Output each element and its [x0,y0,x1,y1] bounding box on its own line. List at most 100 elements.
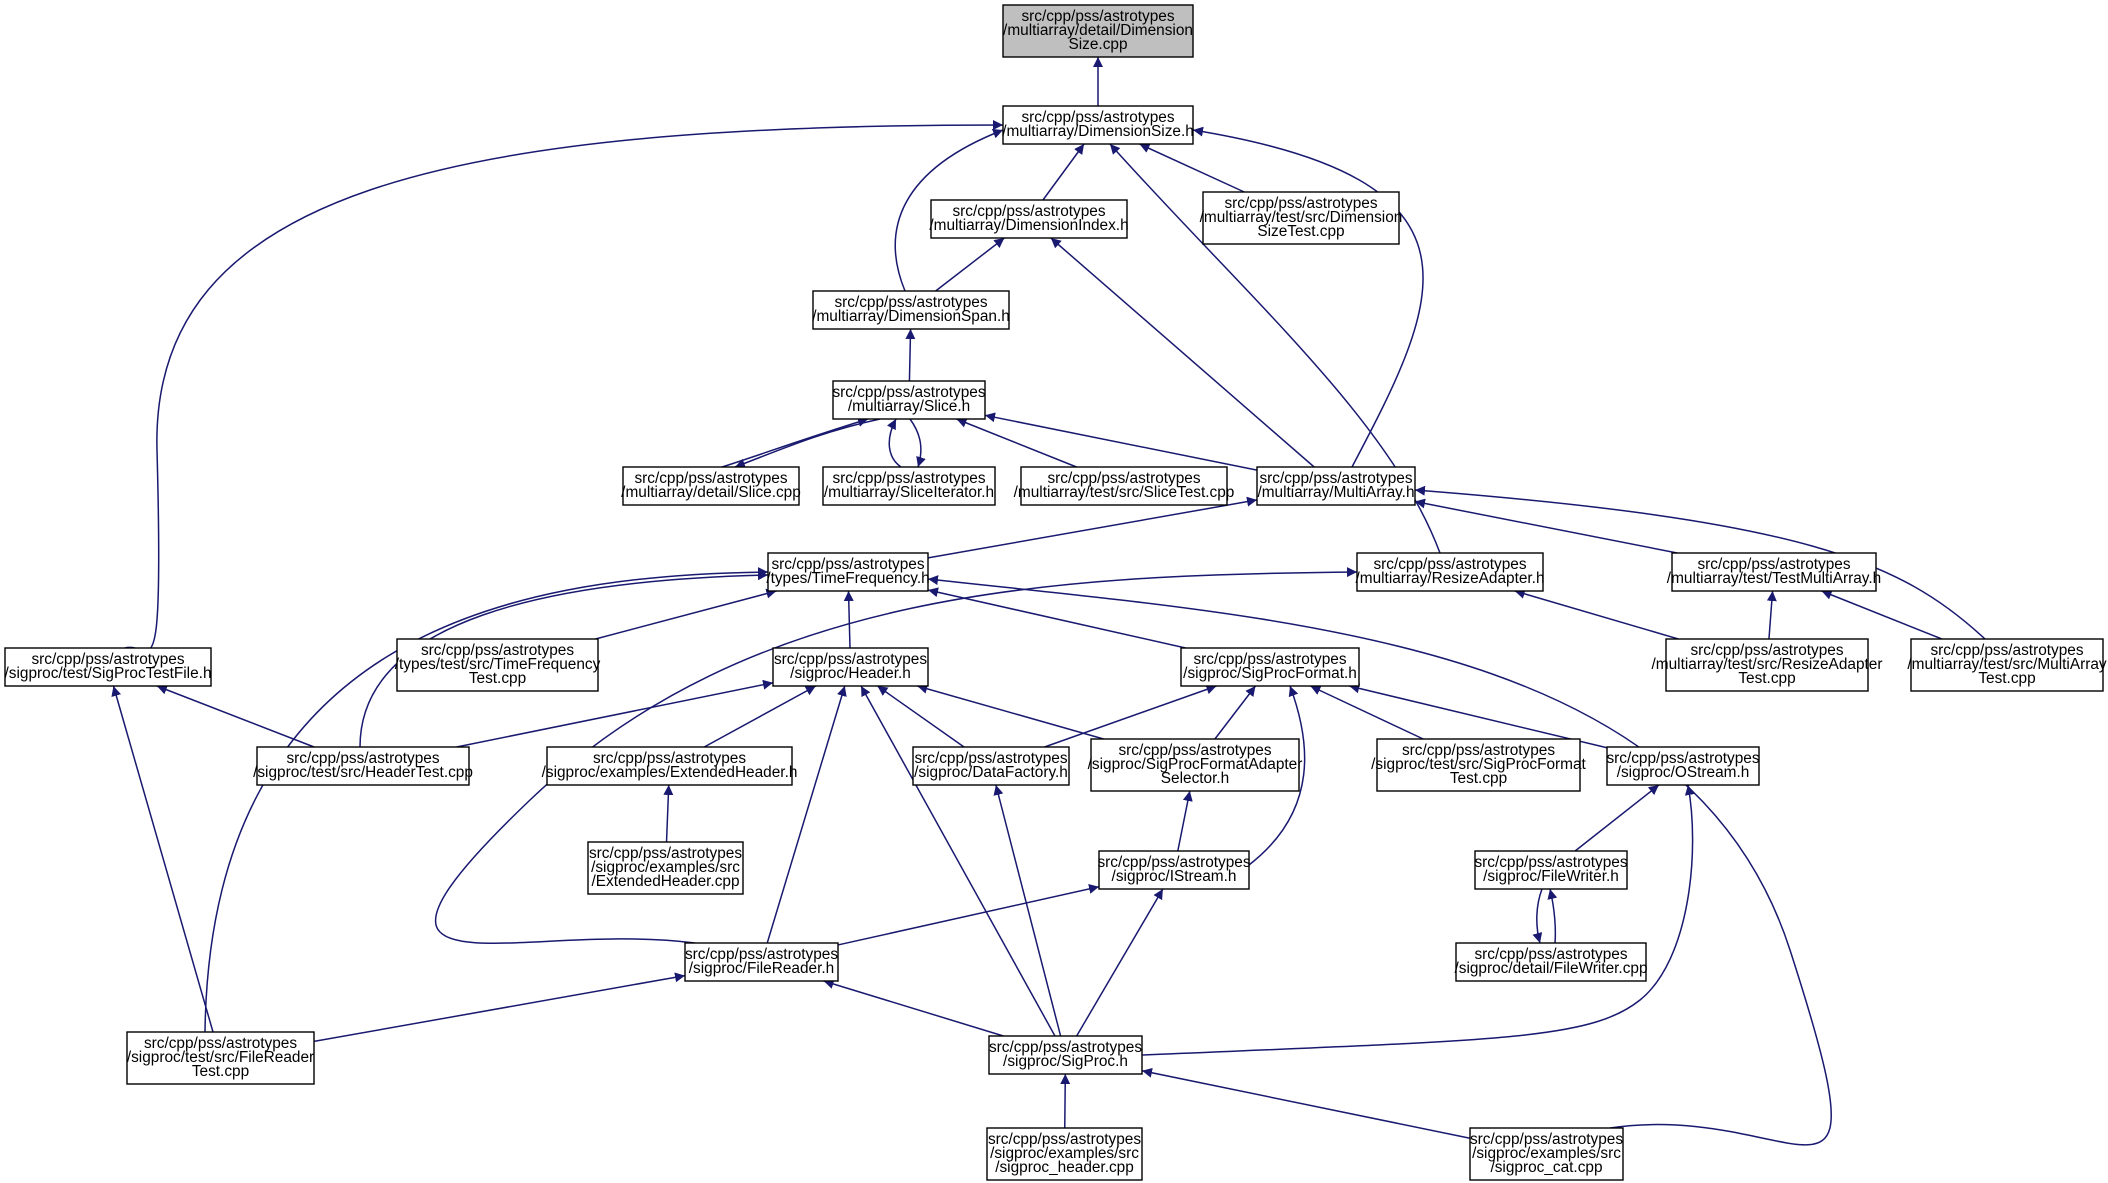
node-label-line: /multiarray/ResizeAdapter.h [1355,570,1544,587]
node-sigprocformatadapterselector-h[interactable]: src/cpp/pss/astrotypes/sigproc/SigProcFo… [1088,738,1303,792]
edge-line [156,684,315,748]
node-resizeadapter-h[interactable]: src/cpp/pss/astrotypes/multiarray/Resize… [1355,552,1545,592]
edge-line [1042,143,1085,201]
file-nodes: src/cpp/pss/astrotypes/multiarray/detail… [4,4,2107,1181]
node-dimensionsizetest-cpp[interactable]: src/cpp/pss/astrotypes/multiarray/test/s… [1200,191,1403,245]
node-detail-dimensionsize-cpp[interactable]: src/cpp/pss/astrotypes/multiarray/detail… [1002,4,1194,58]
node-box[interactable] [1474,850,1628,890]
node-dimensionsize-h[interactable]: src/cpp/pss/astrotypes/multiarray/Dimens… [1002,105,1194,145]
edge-line [663,784,674,843]
node-box[interactable] [396,638,599,692]
node-box[interactable] [1098,850,1250,890]
edge-line [359,570,769,748]
node-header-h[interactable]: src/cpp/pss/astrotypes/sigproc/Header.h [772,647,929,687]
node-label-line: src/cpp/pss/astrotypes [685,946,838,963]
node-detail-filewriter-cpp[interactable]: src/cpp/pss/astrotypes/sigproc/detail/Fi… [1454,942,1648,982]
node-filewriter-h[interactable]: src/cpp/pss/astrotypes/sigproc/FileWrite… [1474,850,1628,890]
edge-detail-slice-cpp-to-slice-h [734,418,881,469]
node-label-line: src/cpp/pss/astrotypes [589,845,742,862]
node-box[interactable] [772,647,929,687]
node-box[interactable] [1910,638,2104,692]
node-box[interactable] [684,942,839,982]
node-label-line: src/cpp/pss/astrotypes [1930,642,2083,659]
node-ostream-h[interactable]: src/cpp/pss/astrotypes/sigproc/OStream.h [1606,746,1760,786]
node-timefrequency-h[interactable]: src/cpp/pss/astrotypes/types/TimeFrequen… [766,552,930,592]
node-box[interactable] [930,199,1128,239]
edge-line [1214,685,1257,740]
node-box[interactable] [1020,466,1228,506]
node-resizeadaptertest-cpp[interactable]: src/cpp/pss/astrotypes/multiarray/test/s… [1652,638,1883,692]
node-box[interactable] [546,746,793,786]
node-sigproc-cat-cpp[interactable]: src/cpp/pss/astrotypes/sigproc/examples/… [1469,1127,1624,1181]
node-box[interactable] [4,647,212,687]
node-label-line: /multiarray/DimensionSpan.h [812,308,1010,325]
node-box[interactable] [1256,466,1416,506]
node-extendedheader-cpp[interactable]: src/cpp/pss/astrotypes/sigproc/examples/… [587,841,744,895]
node-label-line: src/cpp/pss/astrotypes [593,750,746,767]
node-box[interactable] [1606,746,1760,786]
edge-line [1139,143,1245,193]
node-slicetest-cpp[interactable]: src/cpp/pss/astrotypes/multiarray/test/s… [1014,466,1235,506]
node-box[interactable] [256,746,470,786]
node-timefrequencytest-cpp[interactable]: src/cpp/pss/astrotypes/types/test/src/Ti… [395,638,601,692]
node-sigprocformattest-cpp[interactable]: src/cpp/pss/astrotypes/sigproc/test/src/… [1371,738,1587,792]
node-box[interactable] [1002,4,1194,58]
node-box[interactable] [1376,738,1581,792]
edge-line [894,128,1004,292]
node-sigprocformat-h[interactable]: src/cpp/pss/astrotypes/sigproc/SigProcFo… [1180,647,1360,687]
node-filereader-h[interactable]: src/cpp/pss/astrotypes/sigproc/FileReade… [684,942,839,982]
edge-line [1766,590,1777,640]
node-dimensionspan-h[interactable]: src/cpp/pss/astrotypes/multiarray/Dimens… [812,290,1010,330]
node-box[interactable] [1455,942,1647,982]
node-box[interactable] [622,466,800,506]
node-box[interactable] [126,1031,315,1085]
node-box[interactable] [1180,647,1360,687]
node-box[interactable] [1090,738,1300,792]
node-box[interactable] [986,1127,1143,1181]
node-label-line: /multiarray/test/src/MultiArray [1907,656,2107,673]
node-box[interactable] [822,466,996,506]
node-label-line: /ExtendedHeader.cpp [591,873,739,890]
edge-detail-filewriter-cpp-to-filewriter-h [1532,888,1543,944]
node-sliceiterator-h[interactable]: src/cpp/pss/astrotypes/multiarray/SliceI… [822,466,996,506]
edge-line [917,683,1104,740]
node-label-line: /sigproc_header.cpp [995,1159,1134,1176]
edge-line [721,417,869,468]
node-slice-h[interactable]: src/cpp/pss/astrotypes/multiarray/Slice.… [832,380,986,420]
edge-dimspan-h-to-slice-h [905,328,916,382]
node-headertest-cpp[interactable]: src/cpp/pss/astrotypes/sigproc/test/src/… [253,746,473,786]
node-box[interactable] [587,841,744,895]
edge-line [1192,126,1424,468]
edge-multiarray-h-to-testmultiarray-h [1414,498,1678,554]
edge-line [927,587,1186,649]
node-box[interactable] [1469,1127,1624,1181]
node-box[interactable] [1665,638,1869,692]
node-datafactory-h[interactable]: src/cpp/pss/astrotypes/sigproc/DataFacto… [912,746,1070,786]
node-box[interactable] [1671,552,1877,592]
node-istream-h[interactable]: src/cpp/pss/astrotypes/sigproc/IStream.h [1097,850,1251,890]
node-box[interactable] [812,290,1010,330]
node-sigproc-header-cpp[interactable]: src/cpp/pss/astrotypes/sigproc/examples/… [986,1127,1143,1181]
node-box[interactable] [767,552,929,592]
node-multiarray-h[interactable]: src/cpp/pss/astrotypes/multiarray/MultiA… [1256,466,1416,506]
node-box[interactable] [988,1035,1143,1075]
node-filereadertest-cpp[interactable]: src/cpp/pss/astrotypes/sigproc/test/src/… [126,1031,315,1085]
node-testmultiarray-h[interactable]: src/cpp/pss/astrotypes/multiarray/test/T… [1667,552,1881,592]
node-label-line: src/cpp/pss/astrotypes [1373,556,1526,573]
node-sigproc-h[interactable]: src/cpp/pss/astrotypes/sigproc/SigProc.h [988,1035,1143,1075]
node-box[interactable] [832,380,986,420]
edge-sigprocformat-h-to-ostream-h [1349,683,1608,749]
node-detail-slice-cpp[interactable]: src/cpp/pss/astrotypes/multiarray/detail… [621,466,801,506]
node-label-line: src/cpp/pss/astrotypes [144,1035,297,1052]
node-sigproctestfile-h[interactable]: src/cpp/pss/astrotypes/sigproc/test/SigP… [4,647,212,687]
edge-sliceiter-h-to-slice-h [909,418,926,468]
node-dimensionindex-h[interactable]: src/cpp/pss/astrotypes/multiarray/Dimens… [929,199,1129,239]
node-box[interactable] [1356,552,1544,592]
node-box[interactable] [1002,105,1194,145]
node-box[interactable] [912,746,1070,786]
node-extendedheader-h[interactable]: src/cpp/pss/astrotypes/sigproc/examples/… [542,746,798,786]
node-box[interactable] [1202,191,1400,245]
node-label-line: /sigproc/test/src/SigProcFormat [1371,756,1586,773]
node-multiarraytest-cpp[interactable]: src/cpp/pss/astrotypes/multiarray/test/s… [1907,638,2107,692]
node-label-line: /sigproc/examples/src [591,859,740,876]
